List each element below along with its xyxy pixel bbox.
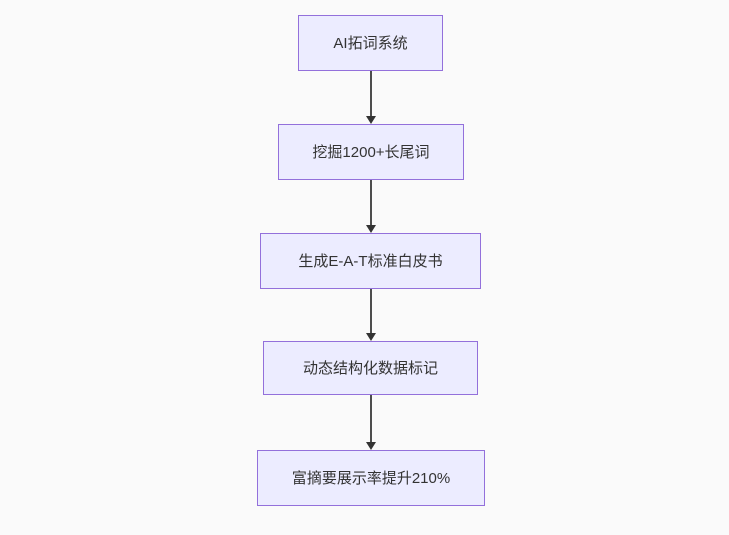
flow-arrow-1	[366, 71, 376, 124]
flowchart-node-structured-data-markup: 动态结构化数据标记	[263, 341, 478, 395]
flow-arrow-3	[366, 289, 376, 341]
flow-arrow-2	[366, 180, 376, 233]
flowchart-node-eat-whitepaper: 生成E-A-T标准白皮书	[260, 233, 481, 289]
flowchart-node-longtail-mining: 挖掘1200+长尾词	[278, 124, 464, 180]
flowchart-node-rich-snippet-result: 富摘要展示率提升210%	[257, 450, 485, 506]
node-label: 富摘要展示率提升210%	[291, 469, 451, 487]
arrowhead-down-icon	[366, 442, 376, 450]
node-label: AI拓词系统	[333, 34, 408, 52]
node-label: 动态结构化数据标记	[302, 359, 438, 377]
arrow-line	[370, 180, 372, 225]
flowchart-node-ai-keyword-system: AI拓词系统	[298, 15, 443, 71]
arrowhead-down-icon	[366, 225, 376, 233]
flow-arrow-4	[366, 395, 376, 450]
arrow-line	[370, 395, 372, 442]
node-label: 挖掘1200+长尾词	[312, 143, 430, 161]
arrowhead-down-icon	[366, 333, 376, 341]
node-label: 生成E-A-T标准白皮书	[298, 252, 443, 270]
arrow-line	[370, 71, 372, 116]
arrowhead-down-icon	[366, 116, 376, 124]
arrow-line	[370, 289, 372, 333]
